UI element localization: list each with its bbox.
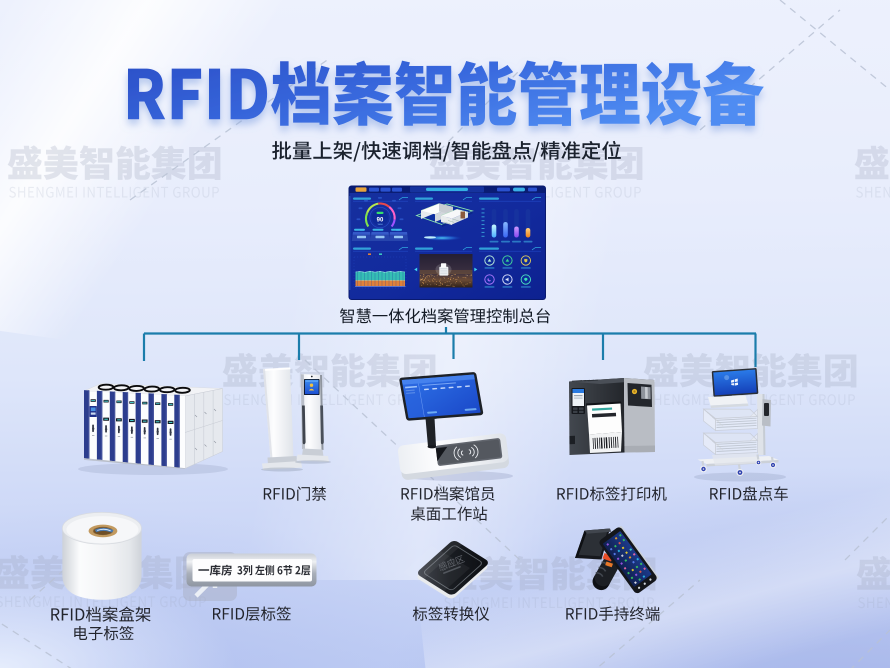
svg-text:90: 90 [377, 217, 384, 223]
svg-text:%RH: %RH [377, 224, 383, 226]
